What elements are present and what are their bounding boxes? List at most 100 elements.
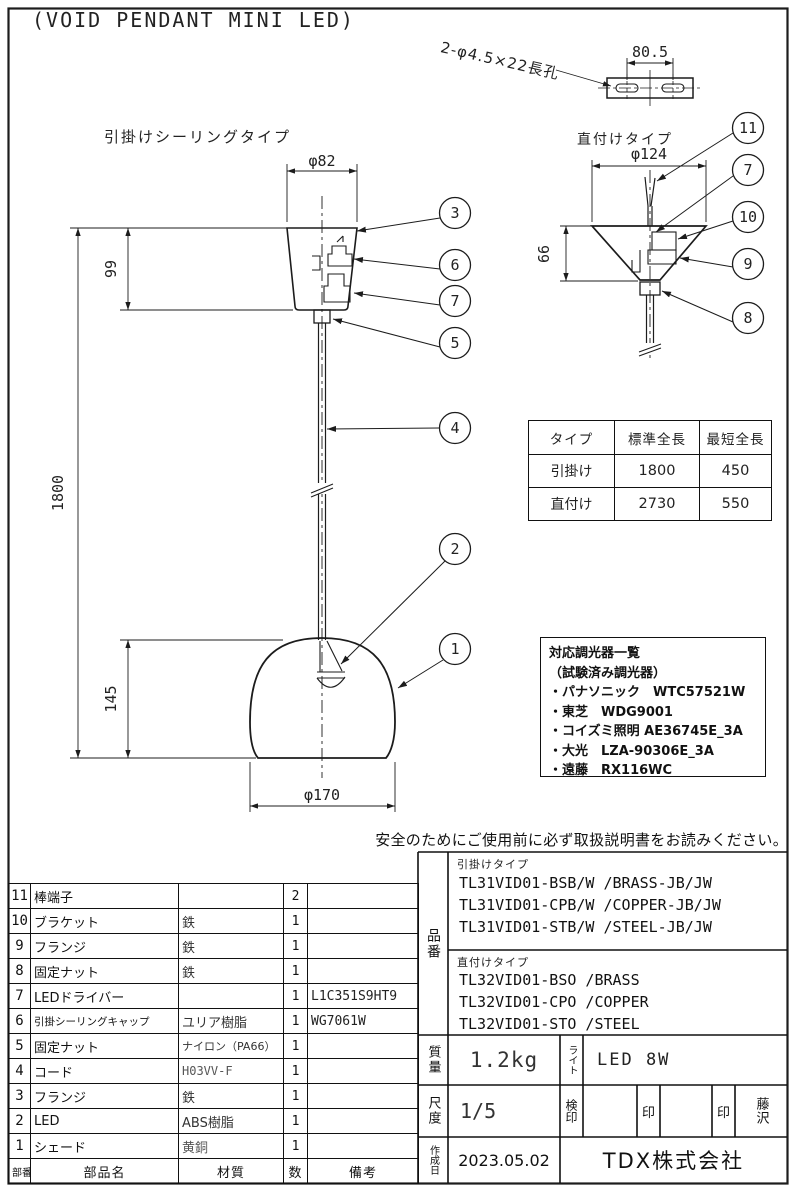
dim-80-5: 80.5 <box>632 43 668 61</box>
part-qty: 1 <box>283 908 308 934</box>
dimmer-list-box: 対応調光器一覧 （試験済み調光器） ・パナソニック WTC57521W ・東芝 … <box>540 637 766 778</box>
part-note <box>307 1033 419 1059</box>
part-no: 8 <box>8 958 31 984</box>
part-note <box>307 1133 419 1159</box>
spec-cell: 直付け <box>528 487 615 521</box>
dimmer-item: ・コイズミ照明 AE36745E_3A <box>549 724 743 739</box>
parts-header-qty: 数 <box>283 1158 308 1184</box>
part-no: 10 <box>8 908 31 934</box>
table-row: 10 ブラケット 鉄 1 <box>8 908 419 934</box>
part-name: LED <box>30 1108 179 1134</box>
part-no: 6 <box>8 1008 31 1034</box>
part-qty: 1 <box>283 1133 308 1159</box>
parts-header-no: 部番 <box>8 1158 31 1184</box>
direct-codes-label: 直付けタイプ <box>457 956 529 969</box>
company-name: TDX株式会社 <box>602 1149 745 1173</box>
spec-cell: 引掛け <box>528 454 615 488</box>
part-note <box>307 908 419 934</box>
parts-header-note: 備考 <box>307 1158 419 1184</box>
table-row: 8 固定ナット 鉄 1 <box>8 958 419 984</box>
part-note <box>307 883 419 909</box>
model-number-label: 品番 <box>425 927 441 960</box>
table-row: 1 シェード 黄銅 1 <box>8 1133 419 1159</box>
table-row: 5 固定ナット ナイロン（PA66） 1 <box>8 1033 419 1059</box>
part-material: ABS樹脂 <box>178 1108 284 1134</box>
part-material: 鉄 <box>178 958 284 984</box>
parts-header-material: 材質 <box>178 1158 284 1184</box>
part-name: 引掛シーリングキャップ <box>30 1008 179 1034</box>
callout-7: 7 <box>450 292 459 310</box>
dimmer-list-title: 対応調光器一覧 <box>549 646 641 661</box>
length-spec-table: タイプ 標準全長 最短全長 引掛け 1800 450 直付け 2730 550 <box>528 420 772 521</box>
dim-phi124: φ124 <box>631 145 667 163</box>
scale-value: 1/5 <box>460 1099 497 1123</box>
dimmer-list-subtitle: （試験済み調光器） <box>549 665 667 681</box>
spec-cell: 1800 <box>614 454 700 488</box>
direct-view-linework <box>560 160 708 360</box>
hook-view-label: 引掛けシーリングタイプ <box>104 128 292 146</box>
part-name: 固定ナット <box>30 958 179 984</box>
part-note <box>307 1108 419 1134</box>
part-no: 7 <box>8 983 31 1009</box>
callout-1: 1 <box>450 640 459 658</box>
part-name: ブラケット <box>30 908 179 934</box>
table-row: 2 LED ABS樹脂 1 <box>8 1108 419 1134</box>
dimmer-item: ・パナソニック WTC57521W <box>549 685 746 700</box>
table-row: 3 フランジ 鉄 1 <box>8 1083 419 1109</box>
table-row: 9 フランジ 鉄 1 <box>8 933 419 959</box>
dim-145: 145 <box>102 685 120 712</box>
spec-header-standard: 標準全長 <box>614 420 700 455</box>
hook-view-callouts: 3 6 7 5 4 2 1 <box>326 196 472 689</box>
part-qty: 1 <box>283 1033 308 1059</box>
stamp-1: 印 <box>641 1105 655 1121</box>
table-row: 7 LEDドライバー 1 L1C351S9HT9 <box>8 983 419 1009</box>
part-name: フランジ <box>30 1083 179 1109</box>
part-material <box>178 983 284 1009</box>
spec-header-type: タイプ <box>528 420 615 455</box>
part-no: 2 <box>8 1108 31 1134</box>
part-material: ナイロン（PA66） <box>178 1033 284 1059</box>
callout-2: 2 <box>450 540 459 558</box>
spec-row-hook: 引掛け 1800 450 <box>528 454 772 488</box>
light-label: ライト <box>566 1045 577 1075</box>
direct-code: TL32VID01-STO /STEEL <box>459 1015 640 1033</box>
part-qty: 1 <box>283 1058 308 1084</box>
dim-1800: 1800 <box>49 475 67 511</box>
part-note <box>307 933 419 959</box>
part-no: 9 <box>8 933 31 959</box>
safety-note: 安全のためにご使用前に必ず取扱説明書をお読みください。 <box>375 831 788 849</box>
hook-code: TL31VID01-BSB/W /BRASS-JB/JW <box>459 874 712 892</box>
direct-code: TL32VID01-BSO /BRASS <box>459 971 640 989</box>
spec-header-shortest: 最短全長 <box>699 420 772 455</box>
dimmer-item: ・東芝 WDG9001 <box>549 704 673 720</box>
dimmer-item: ・大光 LZA-90306E_3A <box>549 743 714 759</box>
part-material: 黄銅 <box>178 1133 284 1159</box>
part-note <box>307 1058 419 1084</box>
parts-header-name: 部品名 <box>30 1158 179 1184</box>
mass-label: 質量 <box>425 1045 441 1075</box>
part-no: 5 <box>8 1033 31 1059</box>
part-qty: 1 <box>283 1108 308 1134</box>
part-name: LEDドライバー <box>30 983 179 1009</box>
mass-value: 1.2kg <box>469 1048 539 1072</box>
spec-cell: 2730 <box>614 487 700 521</box>
part-material: H03VV-F <box>178 1058 284 1084</box>
stamp-2: 印 <box>716 1105 730 1121</box>
spec-cell: 550 <box>699 487 772 521</box>
callout-3: 3 <box>450 204 459 222</box>
sheet-border <box>7 7 789 1185</box>
date-value: 2023.05.02 <box>458 1150 550 1170</box>
part-qty: 2 <box>283 883 308 909</box>
part-qty: 1 <box>283 1008 308 1034</box>
spec-row-direct: 直付け 2730 550 <box>528 487 772 521</box>
date-label: 作成日 <box>427 1145 439 1175</box>
hook-codes-label: 引掛けタイプ <box>457 858 529 871</box>
table-row: 4 コード H03VV-F 1 <box>8 1058 419 1084</box>
hook-code: TL31VID01-CPB/W /COPPER-JB/JW <box>459 896 721 914</box>
dim-66: 66 <box>535 245 553 263</box>
parts-header-row: 部番 部品名 材質 数 備考 <box>8 1158 419 1184</box>
table-row: 6 引掛シーリングキャップ ユリア樹脂 1 WG7061W <box>8 1008 419 1034</box>
part-name: 固定ナット <box>30 1033 179 1059</box>
scale-label: 尺度 <box>425 1096 441 1126</box>
